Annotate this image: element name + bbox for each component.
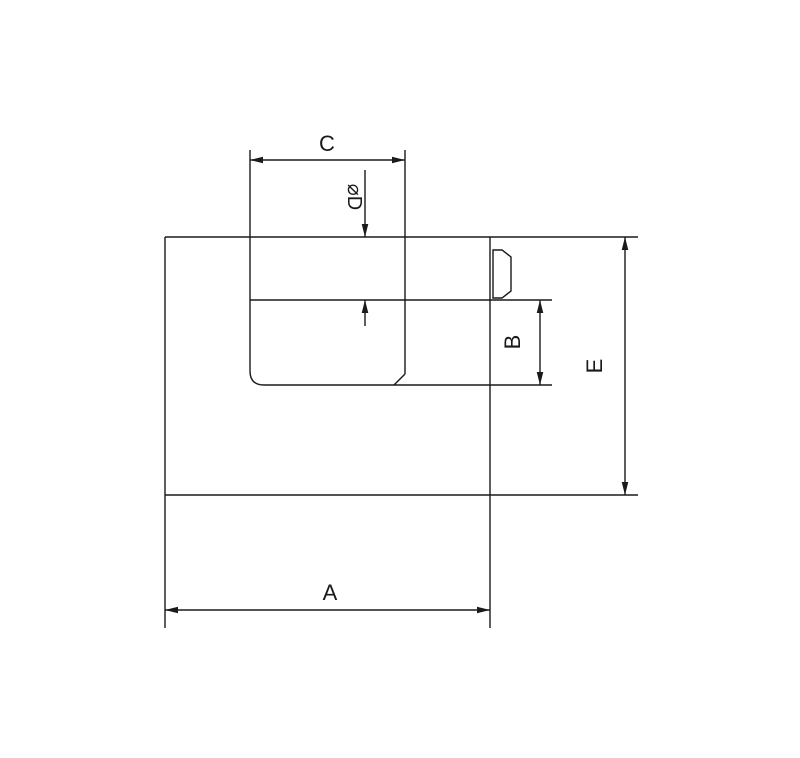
dim-label-b: B: [500, 335, 525, 350]
dim-label-c: C: [319, 131, 335, 156]
arrowhead-b-bottom: [536, 372, 544, 385]
arrowhead-e-bottom: [621, 482, 629, 495]
arrowhead-b-top: [536, 300, 544, 313]
shackle-pin: [492, 249, 512, 299]
dimension-b: B: [500, 300, 544, 385]
dimension-d: ⌀D: [343, 170, 369, 326]
arrowhead-d-up: [361, 300, 369, 313]
arrowhead-a-left: [165, 606, 178, 614]
dimension-a: A: [165, 580, 490, 614]
shackle-slot-chamfer: [393, 373, 406, 386]
shackle-slot-left-bottom: [249, 150, 552, 386]
dim-label-d: ⌀D: [343, 184, 365, 210]
arrowhead-c-right: [392, 156, 405, 164]
padlock-outline: [164, 150, 638, 628]
arrowhead-d-down: [361, 224, 369, 237]
arrowhead-c-left: [250, 156, 263, 164]
arrowhead-a-right: [477, 606, 490, 614]
arrowhead-e-top: [621, 237, 629, 250]
dim-label-a: A: [323, 580, 338, 605]
dimension-e: E: [582, 237, 629, 495]
dimension-c: C: [250, 131, 405, 164]
dim-label-e: E: [582, 359, 607, 374]
